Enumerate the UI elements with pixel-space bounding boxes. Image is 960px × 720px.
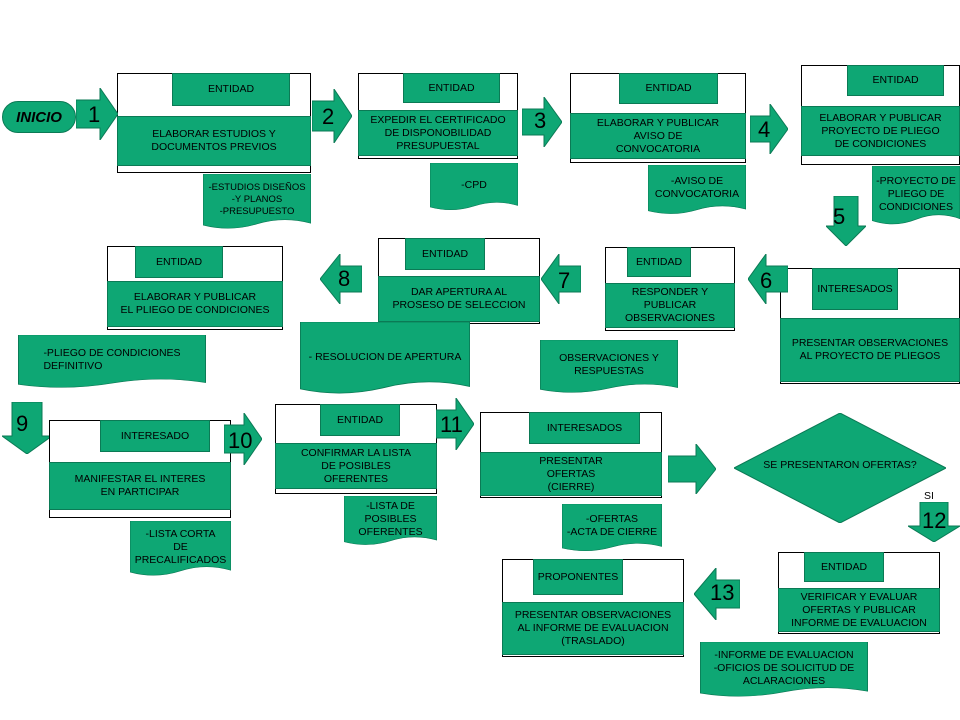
step-number-9: 9 — [16, 411, 29, 436]
step-number-13: 13 — [710, 580, 735, 605]
task-box-12: VERIFICAR Y EVALUAR OFERTAS Y PUBLICAR I… — [778, 588, 940, 632]
step-number-6: 6 — [760, 268, 773, 293]
actor-box-9: INTERESADO — [100, 420, 210, 452]
step-number-11: 11 — [440, 412, 463, 437]
doc-2: -CPD — [430, 163, 518, 213]
arrow-right-3 — [522, 97, 562, 147]
doc-text-11: -OFERTAS -ACTA DE CIERRE — [566, 513, 658, 538]
doc-text-1: -ESTUDIOS DISEÑOS -Y PLANOS -PRESUPUESTO — [208, 182, 306, 217]
actor-box-1: ENTIDAD — [172, 73, 290, 106]
step-number-8: 8 — [338, 266, 351, 291]
actor-box-3: ENTIDAD — [619, 73, 718, 104]
task-box-8: ELABORAR Y PUBLICAR EL PLIEGO DE CONDICI… — [107, 281, 283, 327]
arrow-down-12 — [908, 502, 960, 542]
doc-11: -OFERTAS -ACTA DE CIERRE — [562, 504, 662, 554]
decision-diamond: SE PRESENTARON OFERTAS? — [734, 413, 946, 523]
arrow-left-7 — [541, 254, 581, 304]
doc-12: -INFORME DE EVALUACION -OFICIOS DE SOLIC… — [700, 642, 868, 700]
task-box-5: PRESENTAR OBSERVACIONES AL PROYECTO DE P… — [780, 318, 960, 382]
actor-box-11: INTERESADOS — [529, 412, 640, 444]
doc-1: -ESTUDIOS DISEÑOS -Y PLANOS -PRESUPUESTO — [203, 174, 311, 232]
task-box-11: PRESENTAR OFERTAS (CIERRE) — [480, 452, 662, 496]
doc-10: -LISTA DE POSIBLES OFERENTES — [344, 496, 437, 548]
arrow-right-11 — [436, 398, 474, 450]
task-box-1: ELABORAR ESTUDIOS Y DOCUMENTOS PREVIOS — [117, 116, 311, 166]
actor-box-13: PROPONENTES — [533, 559, 623, 595]
arrow-right-1 — [76, 88, 118, 140]
doc-text-6: OBSERVACIONES Y RESPUESTAS — [559, 352, 659, 377]
actor-box-10: ENTIDAD — [320, 404, 400, 436]
doc-text-8: -PLIEGO DE CONDICIONES DEFINITIVO — [43, 347, 181, 372]
doc-7: - RESOLUCION DE APERTURA — [300, 322, 470, 398]
arrow-left-8 — [320, 254, 362, 304]
actor-box-12: ENTIDAD — [804, 552, 884, 582]
task-box-10: CONFIRMAR LA LISTA DE POSIBLES OFERENTES — [275, 443, 437, 489]
arrow-down-9 — [2, 402, 52, 454]
task-box-13: PRESENTAR OBSERVACIONES AL INFORME DE EV… — [502, 602, 684, 655]
arrow-to-decision — [668, 444, 716, 494]
actor-box-8: ENTIDAD — [135, 246, 223, 278]
doc-text-12: -INFORME DE EVALUACION -OFICIOS DE SOLIC… — [713, 648, 855, 687]
start-terminal: INICIO — [2, 101, 76, 133]
step-number-1: 1 — [88, 102, 101, 127]
actor-box-4: ENTIDAD — [847, 65, 944, 96]
doc-9: -LISTA CORTA DE PRECALIFICADOS — [130, 521, 231, 579]
step-number-2: 2 — [322, 104, 335, 129]
doc-8: -PLIEGO DE CONDICIONES DEFINITIVO — [18, 335, 206, 391]
task-box-2: EXPEDIR EL CERTIFICADO DE DISPONOBILIDAD… — [358, 110, 518, 156]
decision-yes-label: SI — [924, 490, 934, 502]
decision-question: SE PRESENTARON OFERTAS? — [763, 459, 917, 471]
doc-text-7: - RESOLUCION DE APERTURA — [308, 350, 462, 363]
step-number-7: 7 — [558, 268, 571, 293]
doc-text-3: -AVISO DE CONVOCATORIA — [654, 175, 740, 200]
doc-4: -PROYECTO DE PLIEGO DE CONDICIONES — [872, 166, 960, 228]
doc-3: -AVISO DE CONVOCATORIA — [648, 165, 746, 217]
task-box-3: ELABORAR Y PUBLICAR AVISO DE CONVOCATORI… — [570, 113, 746, 159]
actor-box-7: ENTIDAD — [405, 238, 485, 270]
task-box-6: RESPONDER Y PUBLICAR OBSERVACIONES — [605, 283, 735, 328]
arrow-right-10 — [224, 413, 262, 465]
arrow-right-2 — [312, 89, 352, 143]
doc-text-4: -PROYECTO DE PLIEGO DE CONDICIONES — [876, 174, 956, 213]
doc-text-9: -LISTA CORTA DE PRECALIFICADOS — [134, 527, 227, 566]
step-number-10: 10 — [228, 428, 253, 453]
step-number-4: 4 — [758, 117, 771, 142]
task-box-9: MANIFESTAR EL INTERES EN PARTICIPAR — [49, 462, 231, 510]
actor-box-2: ENTIDAD — [403, 73, 500, 103]
actor-box-5: INTERESADOS — [812, 268, 898, 310]
arrow-left-13 — [694, 568, 740, 620]
doc-text-10: -LISTA DE POSIBLES OFERENTES — [358, 499, 423, 538]
arrow-right-4 — [750, 104, 788, 154]
step-number-12: 12 — [922, 508, 947, 533]
task-box-7: DAR APERTURA AL PROSESO DE SELECCION — [378, 276, 540, 322]
step-number-5: 5 — [833, 204, 846, 229]
arrow-left-6 — [748, 254, 788, 304]
doc-6: OBSERVACIONES Y RESPUESTAS — [540, 340, 678, 396]
step-number-3: 3 — [534, 108, 547, 133]
task-box-4: ELABORAR Y PUBLICAR PROYECTO DE PLIEGO D… — [801, 106, 960, 156]
arrow-down-5 — [826, 196, 866, 246]
actor-box-6: ENTIDAD — [627, 247, 691, 277]
doc-text-2: -CPD — [461, 178, 487, 191]
